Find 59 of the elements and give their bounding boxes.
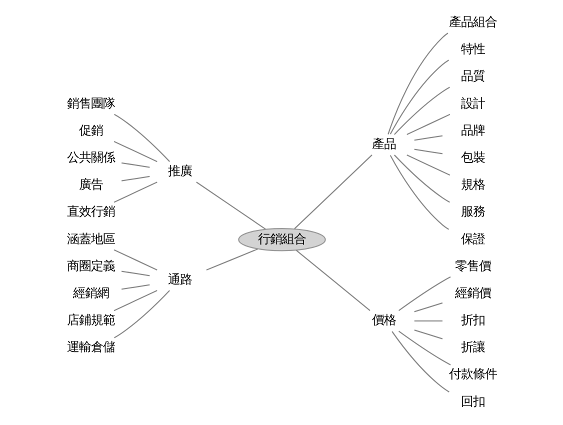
node-text: 特性	[460, 41, 484, 56]
node-text: 通路	[168, 271, 192, 286]
connector	[113, 140, 157, 162]
connector	[113, 290, 157, 312]
connector	[398, 276, 450, 312]
node-text: 產品	[371, 136, 396, 151]
node-text: 品牌	[460, 122, 484, 138]
connector	[294, 154, 372, 230]
node-text: 零售價	[454, 258, 490, 273]
node-text: 折讓	[460, 339, 484, 354]
connector	[394, 154, 450, 203]
node-text: 公共關係	[66, 149, 114, 164]
connector	[113, 249, 157, 270]
node-text: 經銷網	[72, 284, 108, 300]
connector	[414, 302, 442, 312]
node-text: 價格	[371, 312, 396, 328]
connector	[114, 114, 170, 162]
node-text: 商圈定義	[66, 258, 114, 273]
node-text: 設計	[460, 95, 484, 110]
node-text: 產品組合	[448, 14, 496, 29]
node-text: 運輸倉儲	[66, 339, 114, 354]
connector	[389, 60, 449, 134]
connector	[120, 162, 150, 168]
node-text: 折扣	[460, 312, 484, 328]
node-text: 回扣	[460, 393, 484, 408]
node-ellipse: 行銷組合	[238, 228, 326, 252]
connector	[114, 290, 170, 338]
node-text: 推廣	[168, 163, 192, 178]
node-text: 包裝	[460, 149, 484, 164]
connector	[398, 330, 450, 366]
node-text: 店鋪規範	[66, 312, 114, 328]
node-text: 經銷價	[454, 284, 490, 300]
connector	[406, 154, 450, 176]
connector	[414, 148, 442, 154]
connector	[206, 248, 258, 270]
connector	[120, 176, 150, 182]
node-text: 規格	[460, 176, 484, 192]
connector	[113, 182, 157, 203]
connector	[391, 331, 449, 392]
connector	[196, 182, 266, 230]
node-text: 付款條件	[448, 366, 496, 382]
connector	[387, 32, 448, 134]
node-text: 銷售團隊	[66, 95, 114, 110]
node-text: 促銷	[78, 122, 102, 138]
connector	[120, 270, 150, 276]
node-text: 服務	[460, 204, 484, 219]
node-text: 保證	[460, 230, 484, 246]
connector	[406, 114, 450, 136]
node-text: 廣告	[78, 176, 102, 192]
connector	[389, 155, 449, 230]
node-text: 直效行銷	[66, 204, 114, 219]
connector	[120, 284, 150, 290]
connector	[295, 250, 370, 311]
connector	[394, 86, 450, 135]
connector	[414, 330, 442, 340]
node-text: 品質	[460, 68, 484, 84]
connector	[414, 320, 442, 322]
node-text: 涵蓋地區	[66, 230, 114, 246]
connector	[414, 135, 442, 141]
